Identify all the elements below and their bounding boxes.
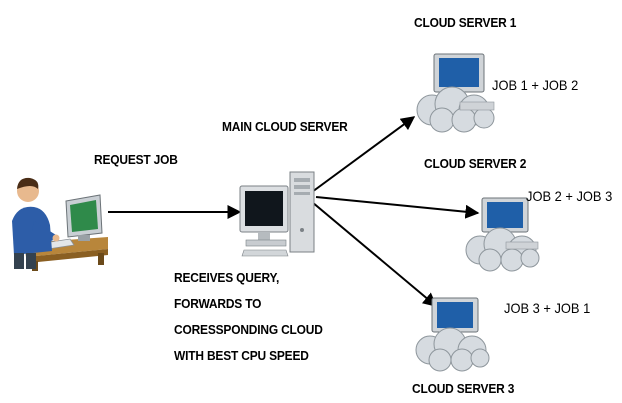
arrow-main-to-cloud-1	[311, 116, 416, 193]
cloud-server-2-label: CLOUD SERVER 2	[424, 156, 527, 171]
user-at-computer-icon	[12, 177, 108, 271]
main-server-description-line-3: CORESSPONDING CLOUD	[174, 322, 323, 337]
cloud-server-2-jobs: JOB 2 + JOB 3	[526, 188, 613, 204]
cloud-computer-icon	[416, 53, 495, 133]
cloud-computer-icon	[465, 197, 540, 272]
cloud-computer-icon	[415, 297, 490, 372]
cloud-server-3-jobs: JOB 3 + JOB 1	[504, 300, 591, 316]
main-server-description-line-1: RECEIVES QUERY,	[174, 270, 280, 285]
main-server-label: MAIN CLOUD SERVER	[222, 119, 348, 134]
main-server-description-line-2: FORWARDS TO	[174, 296, 262, 311]
main-server-description-line-4: WITH BEST CPU SPEED	[174, 348, 309, 363]
request-job-label: REQUEST JOB	[94, 152, 178, 167]
arrow-main-to-cloud-3	[311, 201, 438, 307]
arrow-main-to-cloud-2	[315, 196, 480, 219]
cloud-server-3-label: CLOUD SERVER 3	[412, 381, 515, 396]
cloud-server-1-jobs: JOB 1 + JOB 2	[492, 77, 579, 93]
cloud-server-1-label: CLOUD SERVER 1	[414, 15, 517, 30]
desktop-server-icon	[239, 171, 315, 257]
